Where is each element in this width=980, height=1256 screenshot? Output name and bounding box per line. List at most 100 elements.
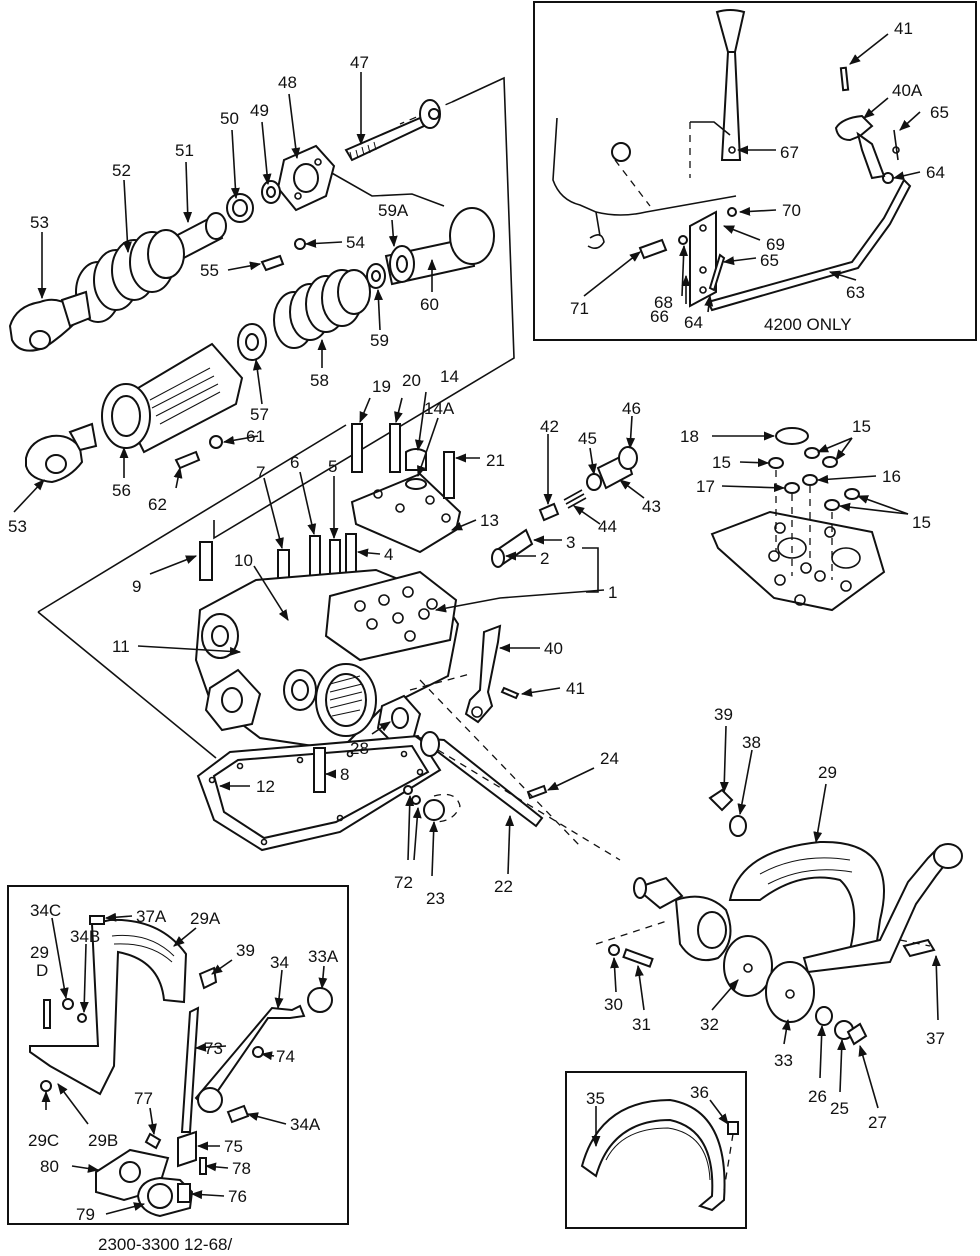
inset-alt-control xyxy=(7,885,349,1225)
callout-39-inset: 39 xyxy=(236,941,255,960)
inset-frame xyxy=(533,1,977,341)
callout-2: 2 xyxy=(540,549,549,568)
callout-54: 54 xyxy=(346,233,365,252)
callout-6: 6 xyxy=(290,453,299,472)
callout-40a: 40A xyxy=(892,81,923,100)
callout-15c: 15 xyxy=(912,513,931,532)
callout-37: 37 xyxy=(926,1029,945,1048)
callout-47: 47 xyxy=(350,53,369,72)
callout-5: 5 xyxy=(328,457,337,476)
callout-38: 38 xyxy=(742,733,761,752)
callout-53-bottom: 53 xyxy=(8,517,27,536)
callout-31: 31 xyxy=(632,1015,651,1034)
callout-61: 61 xyxy=(246,427,265,446)
callout-9: 9 xyxy=(132,577,141,596)
callout-58: 58 xyxy=(310,371,329,390)
callout-41: 41 xyxy=(566,679,585,698)
callout-60: 60 xyxy=(420,295,439,314)
callout-17: 17 xyxy=(696,477,715,496)
callout-13: 13 xyxy=(480,511,499,530)
callout-57: 57 xyxy=(250,405,269,424)
callout-34b: 34B xyxy=(70,927,100,946)
callout-66: 66 xyxy=(650,307,669,326)
callout-69: 69 xyxy=(766,235,785,254)
callout-65b: 65 xyxy=(760,251,779,270)
callout-63: 63 xyxy=(846,283,865,302)
callout-12: 12 xyxy=(256,777,275,796)
callout-56: 56 xyxy=(112,481,131,500)
callout-11: 11 xyxy=(112,637,130,656)
callout-18: 18 xyxy=(680,427,699,446)
callout-14: 14 xyxy=(440,367,459,386)
callout-39: 39 xyxy=(714,705,733,724)
callout-33a: 33A xyxy=(308,947,339,966)
callout-45: 45 xyxy=(578,429,597,448)
lift-cover xyxy=(194,423,638,861)
callout-44: 44 xyxy=(598,517,617,536)
callout-46: 46 xyxy=(622,399,641,418)
callout-64a: 64 xyxy=(926,163,945,182)
callout-29a: 29A xyxy=(190,909,221,928)
inset-4200-only xyxy=(533,1,977,341)
callout-4: 4 xyxy=(384,545,393,564)
callout-34: 34 xyxy=(270,953,289,972)
callout-21: 21 xyxy=(486,451,505,470)
callout-15b: 15 xyxy=(712,453,731,472)
callout-33: 33 xyxy=(774,1051,793,1070)
callout-64b: 64 xyxy=(684,313,703,332)
callout-d: D xyxy=(36,961,48,980)
callout-55: 55 xyxy=(200,261,219,280)
callout-10: 10 xyxy=(234,551,253,570)
callout-29c: 29C xyxy=(28,1131,59,1150)
callout-36: 36 xyxy=(690,1083,709,1102)
callout-73: 73 xyxy=(204,1039,223,1058)
callout-71: 71 xyxy=(570,299,589,318)
callout-15a: 15 xyxy=(852,417,871,436)
callout-25: 25 xyxy=(830,1099,849,1118)
callout-67: 67 xyxy=(780,143,799,162)
callout-49: 49 xyxy=(250,101,269,120)
callout-22: 22 xyxy=(494,877,513,896)
callout-35: 35 xyxy=(586,1089,605,1108)
callout-72: 72 xyxy=(394,873,413,892)
callout-27: 27 xyxy=(868,1113,887,1132)
figure-reference: 2300-3300 12-68/ xyxy=(98,1235,233,1254)
callout-50: 50 xyxy=(220,109,239,128)
callout-34c: 34C xyxy=(30,901,61,920)
callout-24: 24 xyxy=(600,749,619,768)
callout-7: 7 xyxy=(256,463,265,482)
callout-28: 28 xyxy=(350,739,369,758)
leader-lines xyxy=(13,33,941,1215)
callout-23: 23 xyxy=(426,889,445,908)
callout-20: 20 xyxy=(402,371,421,390)
callout-1: 1 xyxy=(608,583,617,602)
callout-80: 80 xyxy=(40,1157,59,1176)
callout-16: 16 xyxy=(882,467,901,486)
cylinder-assembly xyxy=(8,76,515,759)
callout-51: 51 xyxy=(175,141,194,160)
callout-41-inset: 41 xyxy=(894,19,913,38)
callout-79: 79 xyxy=(76,1205,95,1224)
callout-8: 8 xyxy=(340,765,349,784)
callout-59a: 59A xyxy=(378,201,409,220)
inset-br-frame xyxy=(565,1071,747,1229)
callout-62: 62 xyxy=(148,495,167,514)
callout-30: 30 xyxy=(604,995,623,1014)
callout-59: 59 xyxy=(370,331,389,350)
callout-75: 75 xyxy=(224,1137,243,1156)
control-quadrant xyxy=(595,788,963,1046)
callout-19: 19 xyxy=(372,377,391,396)
callout-70: 70 xyxy=(782,201,801,220)
callout-40: 40 xyxy=(544,639,563,658)
inset-quadrant-plate xyxy=(565,1071,747,1229)
callout-74: 74 xyxy=(276,1047,295,1066)
inset-bl-frame xyxy=(7,885,349,1225)
callout-76: 76 xyxy=(228,1187,247,1206)
callout-37a: 37A xyxy=(136,907,167,926)
callout-53-top: 53 xyxy=(30,213,49,232)
callout-14a: 14A xyxy=(424,399,455,418)
gasket-plate xyxy=(710,427,886,612)
callout-29b: 29B xyxy=(88,1131,118,1150)
callout-29: 29 xyxy=(818,763,837,782)
